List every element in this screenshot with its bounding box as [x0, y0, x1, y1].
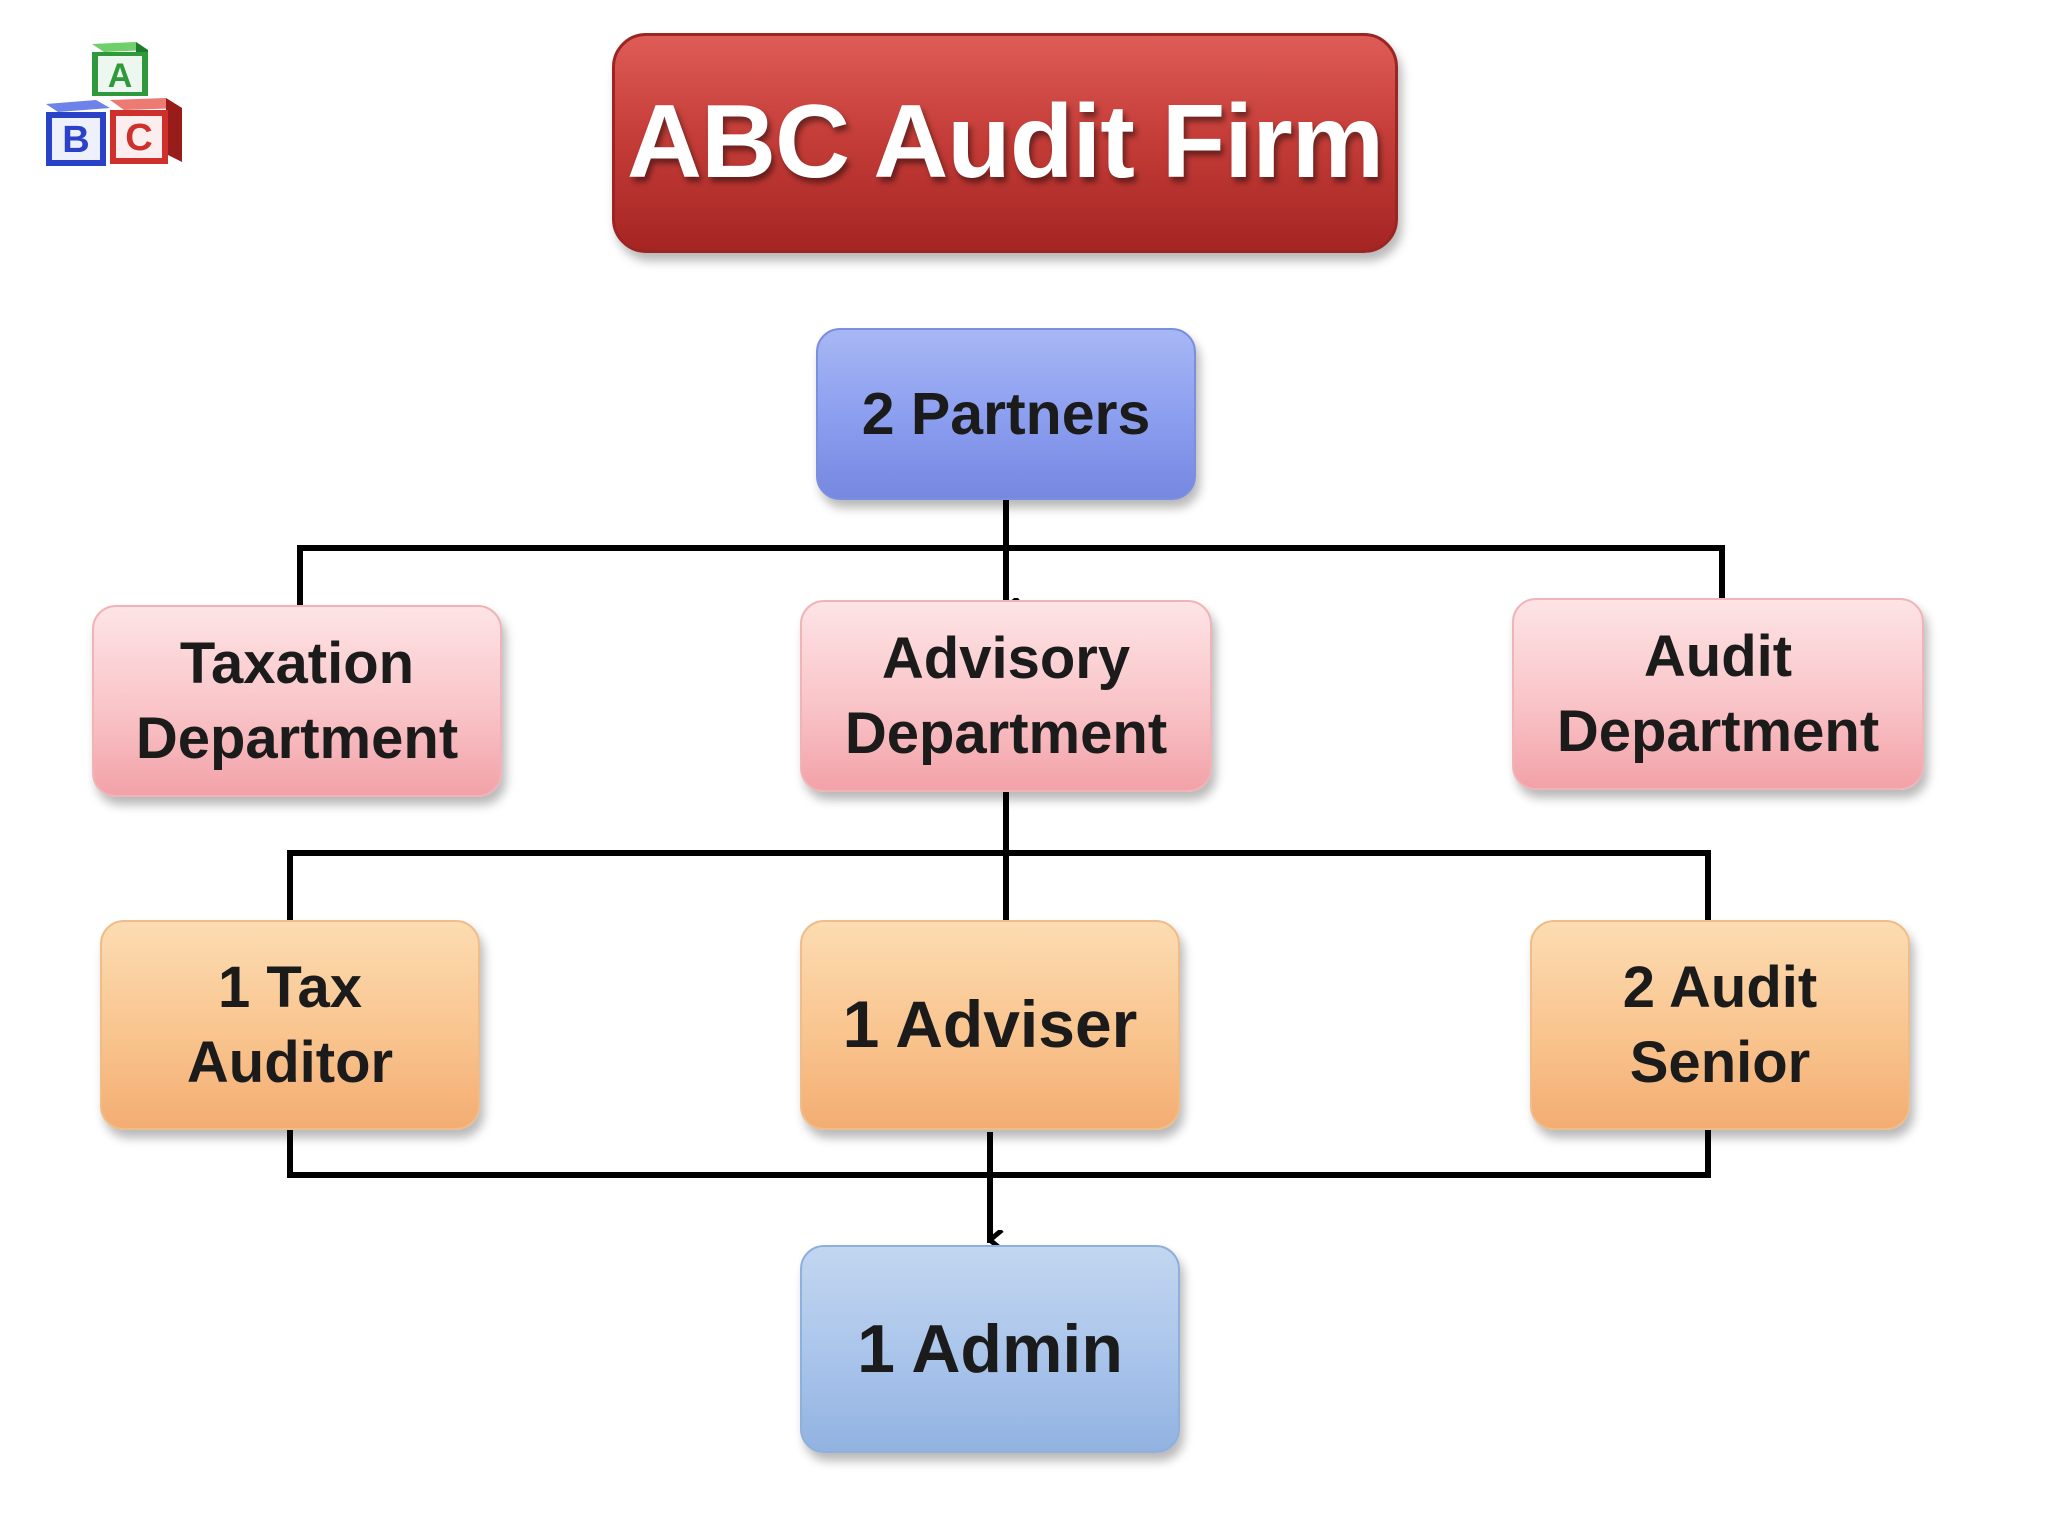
logo-letter-a: A — [108, 57, 133, 95]
audit-senior-label-line-1: 2 Audit — [1622, 954, 1818, 1020]
logo-letter-c: C — [125, 117, 152, 159]
advisory-label-line-2: Department — [844, 701, 1168, 766]
audit-label-line-2: Department — [1556, 699, 1880, 764]
partners-box: 2 Partners — [816, 328, 1196, 500]
taxation-department-box: Taxation Department — [92, 605, 502, 797]
page-title-text: ABC Audit Firm — [626, 84, 1384, 201]
abc-blocks-logo: A B C — [46, 42, 182, 166]
advisory-department-box: Advisory Department — [800, 600, 1212, 792]
tax-auditor-label-line-2: Auditor — [186, 1030, 394, 1095]
tax-auditor-label-line-1: 1 Tax — [217, 954, 362, 1020]
adviser-label: 1 Adviser — [842, 987, 1138, 1062]
adviser-box: 1 Adviser — [800, 920, 1180, 1130]
admin-box: 1 Admin — [800, 1245, 1180, 1453]
page-title: ABC Audit Firm — [612, 33, 1398, 253]
audit-label-line-1: Audit — [1643, 623, 1793, 689]
tax-auditor-box: 1 Tax Auditor — [100, 920, 480, 1130]
audit-senior-label-line-2: Senior — [1629, 1030, 1811, 1095]
logo-letter-b: B — [62, 119, 89, 161]
taxation-label-line-1: Taxation — [179, 630, 415, 696]
advisory-label-line-1: Advisory — [881, 625, 1131, 691]
audit-department-box: Audit Department — [1512, 598, 1924, 790]
taxation-label-line-2: Department — [135, 706, 459, 771]
admin-label: 1 Admin — [857, 1310, 1123, 1387]
audit-senior-box: 2 Audit Senior — [1530, 920, 1910, 1130]
partners-label: 2 Partners — [861, 380, 1151, 447]
